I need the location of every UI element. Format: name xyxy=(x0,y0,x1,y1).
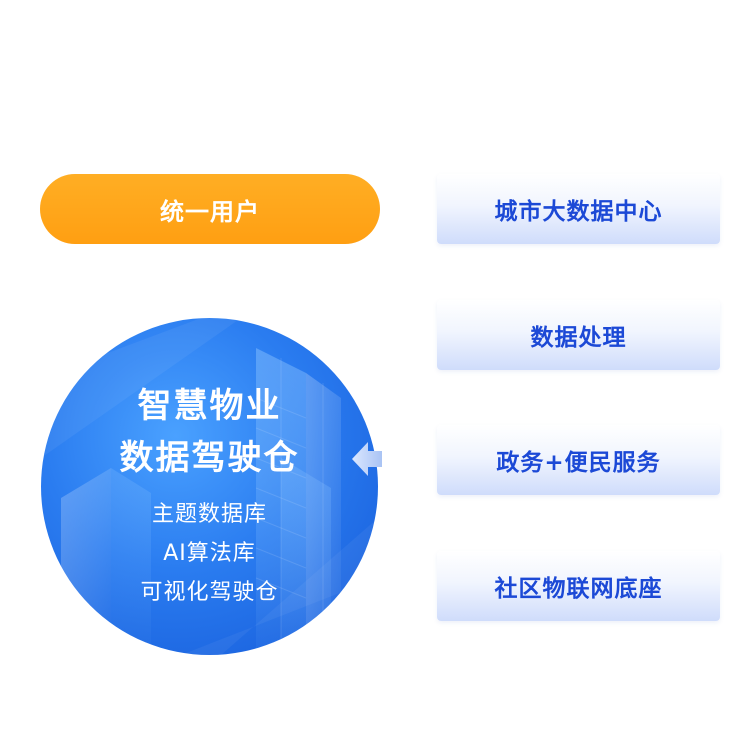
circle-item-topic-database: 主题数据库 xyxy=(151,502,267,527)
community-iot-base-label: 社区物联网底座 xyxy=(494,576,663,602)
left-arrow-icon xyxy=(352,442,382,476)
circle-item-visual-cockpit: 可视化驾驶仓 xyxy=(140,580,279,605)
unified-user-label: 统一用户 xyxy=(160,197,260,226)
government-services-label: 政务+便民服务 xyxy=(496,450,661,476)
data-cockpit-circle: 智慧物业 数据驾驶仓 主题数据库 AI算法库 可视化驾驶仓 xyxy=(41,318,378,655)
circle-title-line2: 数据驾驶仓 xyxy=(119,438,300,478)
city-big-data-center-box: 城市大数据中心 xyxy=(437,174,720,244)
government-services-box: 政务+便民服务 xyxy=(437,425,720,495)
circle-title-line1: 智慧物业 xyxy=(137,386,282,426)
community-iot-base-box: 社区物联网底座 xyxy=(437,551,720,621)
city-big-data-center-label: 城市大数据中心 xyxy=(494,199,663,225)
circle-item-ai-algorithm-library: AI算法库 xyxy=(163,541,256,566)
data-processing-label: 数据处理 xyxy=(530,325,627,351)
unified-user-pill: 统一用户 xyxy=(40,174,380,244)
data-processing-box: 数据处理 xyxy=(437,300,720,370)
building-background-illustration xyxy=(41,318,378,655)
